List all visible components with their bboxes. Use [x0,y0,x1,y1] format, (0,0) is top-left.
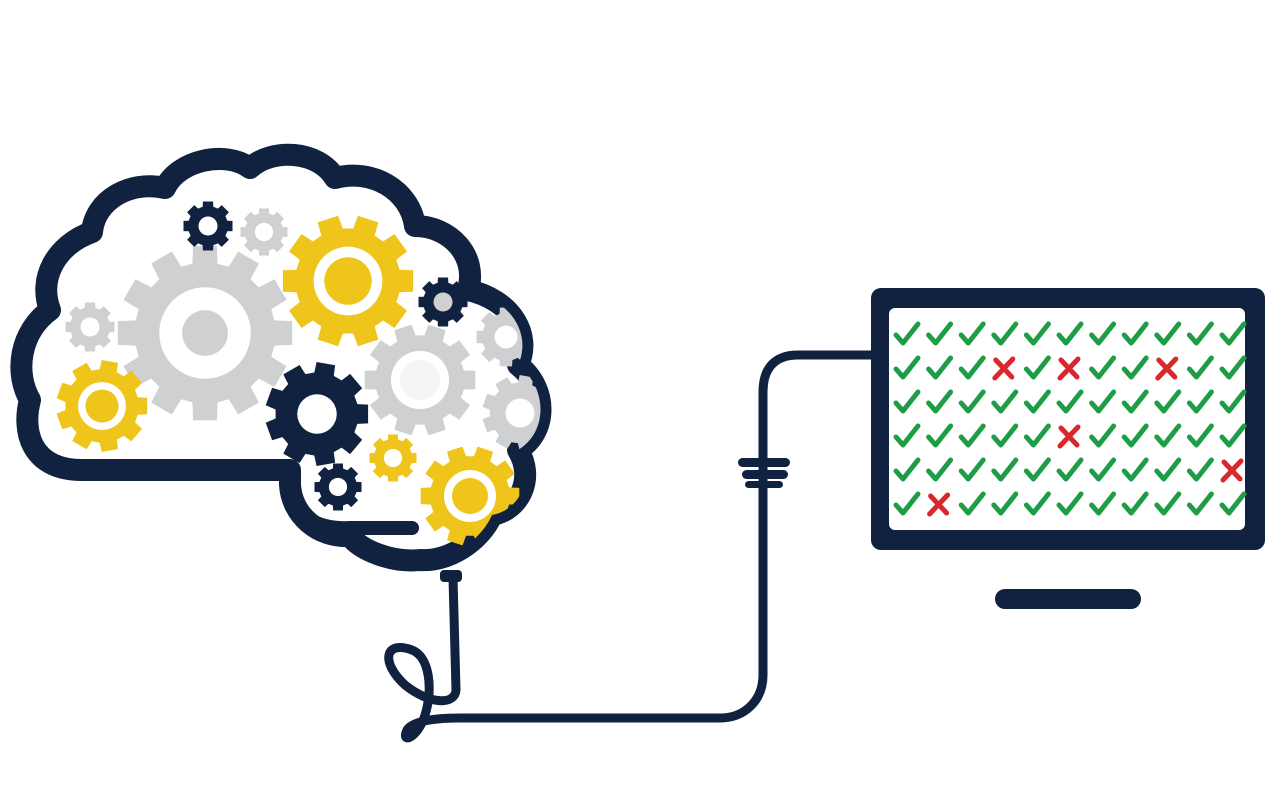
check-icon [1186,355,1214,380]
check-icon [893,491,921,516]
check-icon [1186,321,1214,346]
check-icon [1121,355,1149,380]
cross-icon [927,492,951,517]
check-icon [1219,389,1247,414]
check-icon [1219,491,1247,516]
check-icon [1121,321,1149,346]
check-icon [1219,423,1247,448]
check-icon [1023,457,1051,482]
check-icon [958,321,986,346]
check-icon [1023,423,1051,448]
gear-icon [56,360,148,452]
check-icon [893,389,921,414]
cross-icon [992,356,1016,381]
check-icon [1121,491,1149,516]
check-icon [1089,321,1117,346]
cross-icon [1155,356,1179,381]
check-icon [991,491,1019,516]
check-icon [1023,321,1051,346]
check-icon [1056,321,1084,346]
cross-icon [1057,424,1081,449]
cross-icon [1057,356,1081,381]
check-icon [958,423,986,448]
check-icon [1023,355,1051,380]
check-icon [991,423,1019,448]
check-icon [926,457,954,482]
check-icon [1089,389,1117,414]
connector-icon [738,458,790,488]
brain-icon [10,143,552,572]
gear-icon [183,201,233,251]
gear-icon [314,463,362,511]
check-icon [1186,423,1214,448]
check-icon [1154,491,1182,516]
check-icon [1154,321,1182,346]
check-icon [1154,423,1182,448]
check-icon [893,355,921,380]
check-icon [1056,389,1084,414]
gear-icon [420,446,520,546]
check-icon [926,389,954,414]
check-icon [958,355,986,380]
check-icon [991,389,1019,414]
check-icon [991,321,1019,346]
gear-icon [282,215,414,347]
brain-gears [56,201,541,546]
check-icon [1154,457,1182,482]
check-icon [1089,457,1117,482]
check-icon [1089,491,1117,516]
check-icon [1121,457,1149,482]
check-icon [1121,389,1149,414]
check-icon [893,457,921,482]
check-icon [1186,389,1214,414]
check-icon [1056,491,1084,516]
check-icon [991,457,1019,482]
gear-icon [240,208,288,256]
check-icon [1023,491,1051,516]
check-icon [1056,457,1084,482]
gear-icon [265,362,369,466]
check-icon [1089,423,1117,448]
check-icon [926,423,954,448]
check-icon [1121,423,1149,448]
monitor-icon [871,288,1265,609]
check-icon [958,491,986,516]
check-icon [1186,491,1214,516]
check-icon [893,423,921,448]
cable-icon [384,350,885,743]
check-icon [926,355,954,380]
check-icon [1219,355,1247,380]
check-icon [1219,321,1247,346]
gear-icon [65,302,115,352]
check-icon [958,457,986,482]
check-icon [1089,355,1117,380]
gear-icon [364,324,476,436]
check-icon [926,321,954,346]
cross-icon [1220,458,1244,483]
check-icon [893,321,921,346]
check-icon [1186,457,1214,482]
gear-icon [369,434,417,482]
gear-icon [117,245,293,421]
check-icon [1023,389,1051,414]
check-icon [1154,389,1182,414]
gear-icon [418,277,468,327]
check-icon [958,389,986,414]
results-grid [893,321,1247,517]
monitor-stand [995,589,1141,609]
